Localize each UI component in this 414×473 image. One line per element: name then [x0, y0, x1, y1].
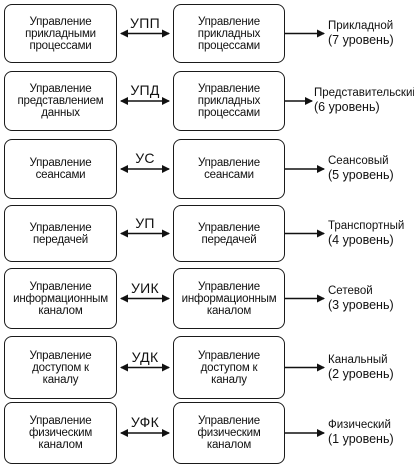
- left-box-transfer-management: Управление передачей: [4, 205, 117, 262]
- level-label-7: Прикладной (7 уровень): [328, 19, 394, 47]
- abbr-uik: УИК: [130, 279, 159, 296]
- level-number: (7 уровень): [328, 32, 394, 47]
- level-label-5: Сеансовый (5 уровень): [328, 154, 394, 182]
- right-box-presentation-management: Управление прикладных процессами: [173, 71, 285, 131]
- right-box-transfer-management: Управление передачей: [173, 205, 285, 262]
- abbr-up: УП: [135, 214, 155, 231]
- left-box-channel-access-management: Управление доступом к каналу: [4, 336, 117, 399]
- abbr-upp: УПП: [130, 14, 160, 31]
- left-box-physical-channel-management: Управление физическим каналом: [4, 402, 117, 464]
- abbr-upd: УПД: [130, 82, 160, 98]
- level-number: (4 уровень): [328, 232, 394, 247]
- level-number: (6 уровень): [314, 100, 380, 114]
- level-name: Сетевой: [328, 284, 373, 297]
- left-box-info-channel-management: Управление информационным каналом: [4, 268, 117, 329]
- level-number: (2 уровень): [328, 366, 394, 381]
- level-number: (1 уровень): [328, 432, 394, 446]
- level-name: Прикладной: [328, 19, 394, 32]
- level-name: Представительский: [314, 87, 414, 99]
- level-label-3: Сетевой (3 уровень): [328, 284, 394, 312]
- level-label-2: Канальный (2 уровень): [328, 353, 394, 381]
- abbr-us: УС: [135, 150, 155, 166]
- level-name: Транспортный: [328, 219, 405, 232]
- level-name: Физический: [328, 419, 391, 431]
- right-box-channel-access-management: Управление доступом к каналу: [173, 336, 285, 399]
- level-name: Канальный: [328, 353, 388, 366]
- abbr-udk: УДК: [131, 348, 159, 365]
- level-number: (3 уровень): [328, 297, 394, 312]
- left-box-presentation-management: Управление представлением данных: [4, 71, 117, 131]
- right-box-physical-channel-management: Управление физическим каналом: [173, 402, 285, 464]
- right-box-session-management: Управление сеансами: [173, 139, 285, 199]
- level-name: Сеансовый: [328, 155, 389, 167]
- left-box-session-management: Управление сеансами: [4, 139, 117, 199]
- left-box-application-management: Управление прикладными процессами: [4, 4, 117, 63]
- level-label-1: Физический (1 уровень): [328, 418, 394, 446]
- level-number: (5 уровень): [328, 168, 394, 182]
- right-box-application-management: Управление прикладных процессами: [173, 4, 285, 63]
- right-box-info-channel-management: Управление информационным каналом: [173, 268, 285, 329]
- level-label-4: Транспортный (4 уровень): [328, 219, 404, 247]
- level-label-6: Представительский (6 уровень): [314, 86, 414, 114]
- abbr-ufk: УФК: [130, 414, 160, 430]
